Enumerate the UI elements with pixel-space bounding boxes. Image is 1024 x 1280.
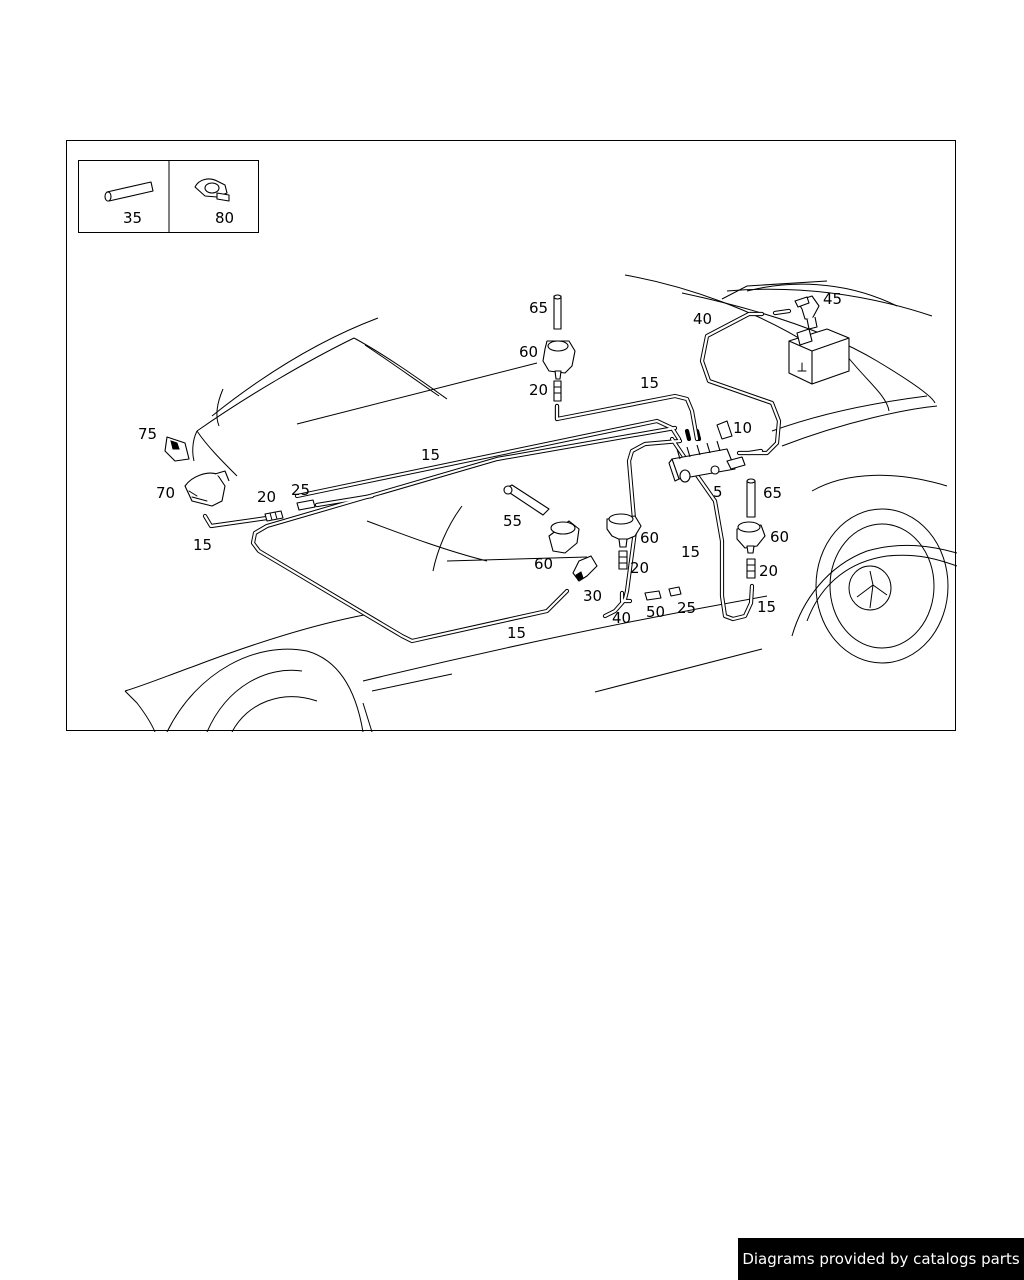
parts-diagram: 35 80 (78, 160, 957, 732)
callout-20-top: 20 (529, 381, 548, 399)
callout-30: 30 (583, 587, 602, 605)
check-valve-part-10 (716, 420, 733, 440)
legend-box: 35 80 (78, 160, 259, 233)
callout-15-right: 15 (757, 598, 776, 616)
connector-part-25-left (296, 499, 316, 511)
callout-25-middle: 25 (677, 599, 696, 617)
callout-15-left: 15 (193, 536, 212, 554)
reservoir-pump-part-45 (788, 328, 850, 385)
callout-20-left: 20 (257, 488, 276, 506)
elbow-part-30 (572, 555, 598, 582)
jet-part-65-top (553, 294, 562, 330)
callout-60-middle: 60 (640, 529, 659, 547)
nozzle-part-60-right (736, 521, 766, 554)
legend-label-80: 80 (215, 209, 234, 227)
jet-part-65-right (746, 478, 756, 518)
callout-60-center: 60 (534, 555, 553, 573)
footer-credit-badge: Diagrams provided by catalogs parts (738, 1238, 1024, 1280)
nozzle-part-60-top (542, 340, 576, 380)
distributor-block-part-5 (668, 440, 746, 483)
diagram-frame: 35 80 (66, 140, 957, 732)
callout-40-bottom: 40 (612, 609, 631, 627)
callout-45: 45 (823, 290, 842, 308)
connector-part-20-top (553, 380, 562, 402)
nozzle-part-60-center (548, 520, 580, 554)
callout-70: 70 (156, 484, 175, 502)
hose-sleeve-icon (104, 181, 154, 202)
callout-10: 10 (733, 419, 752, 437)
hose-part-55 (503, 484, 550, 516)
connector-part-20-right (746, 558, 756, 579)
connector-part-20-middle (618, 550, 628, 570)
connector-part-50 (644, 590, 662, 601)
callout-15-middle: 15 (681, 543, 700, 561)
connector-part-20-left (264, 510, 284, 522)
nozzle-part-60-middle (606, 513, 642, 548)
callout-60-right: 60 (770, 528, 789, 546)
callout-40-top: 40 (693, 310, 712, 328)
callout-65-top: 65 (529, 299, 548, 317)
callout-20-middle: 20 (630, 559, 649, 577)
callout-65-right: 65 (763, 484, 782, 502)
callout-5: 5 (713, 483, 723, 501)
callout-25-left: 25 (291, 481, 310, 499)
callout-20-right: 20 (759, 562, 778, 580)
callout-55: 55 (503, 512, 522, 530)
hose-clip-icon (194, 178, 230, 202)
callout-labels: 65 60 20 15 40 45 10 5 65 60 20 15 75 70… (138, 290, 842, 642)
callout-50: 50 (646, 603, 665, 621)
nozzle-part-70 (184, 470, 230, 507)
callout-15-bottom: 15 (507, 624, 526, 642)
legend-label-35: 35 (123, 209, 142, 227)
car-body-outline (124, 274, 957, 732)
callout-75: 75 (138, 425, 157, 443)
callout-15-long: 15 (421, 446, 440, 464)
bracket-part-75 (164, 436, 190, 462)
callout-15-top: 15 (640, 374, 659, 392)
connector-part-25-middle (668, 586, 682, 597)
hose-lines-inner (203, 309, 791, 643)
callout-60-top: 60 (519, 343, 538, 361)
connector-part-45 (794, 295, 820, 330)
